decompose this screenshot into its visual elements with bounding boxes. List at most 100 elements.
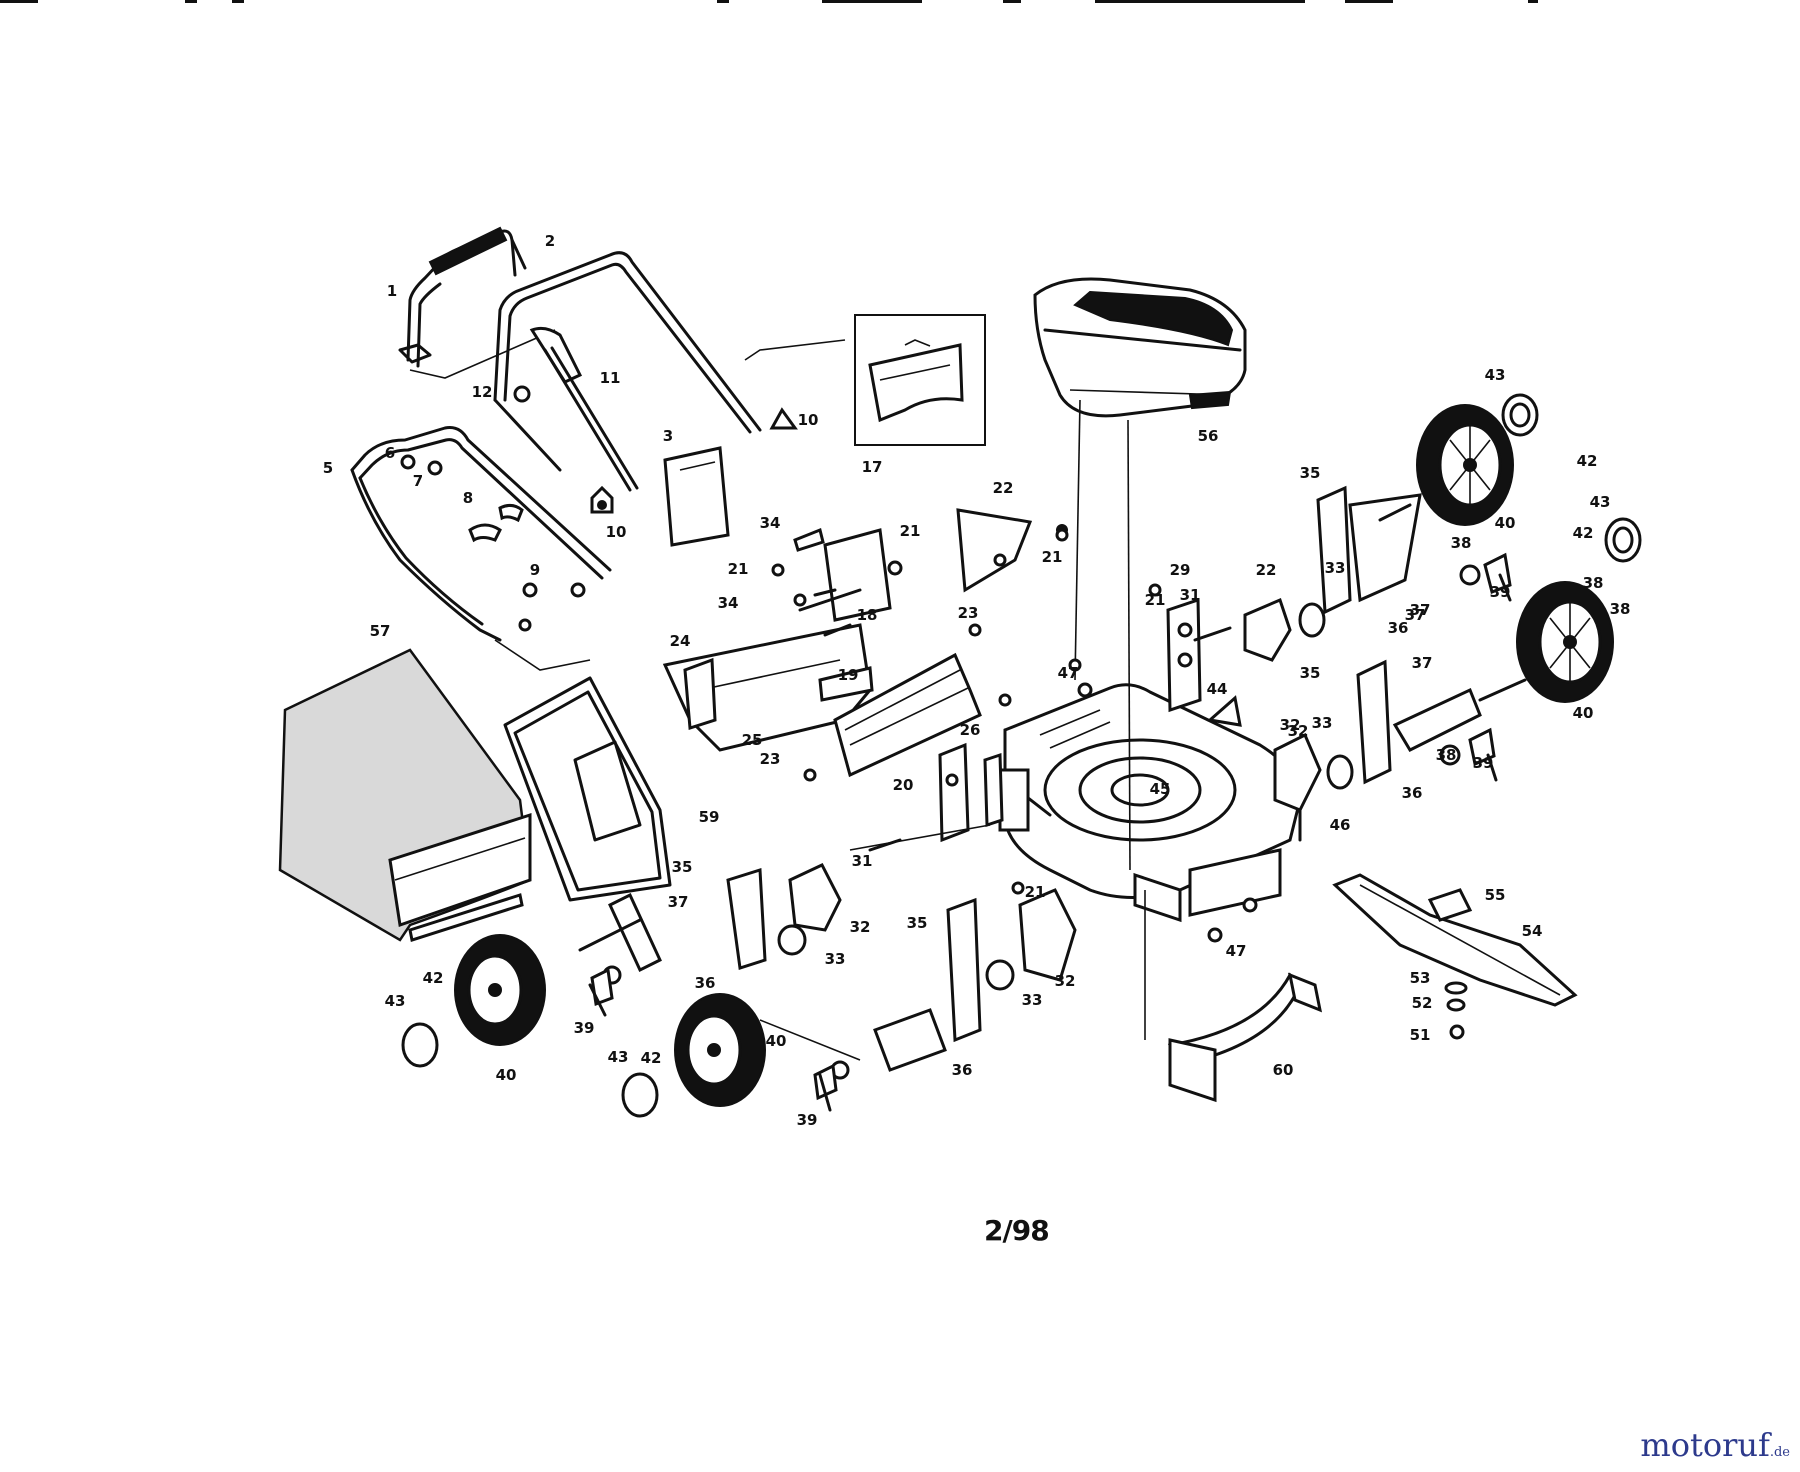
lower-handle bbox=[350, 426, 612, 671]
callout-37: 37 bbox=[1405, 606, 1426, 624]
revision-date: 2/98 bbox=[984, 1214, 1050, 1247]
baffle-26 bbox=[833, 652, 982, 778]
callout-21: 21 bbox=[1042, 548, 1063, 566]
callout-29: 29 bbox=[1170, 561, 1191, 579]
callout-56: 56 bbox=[1198, 427, 1219, 445]
callout-38: 38 bbox=[1451, 534, 1472, 552]
chute-door-3 bbox=[663, 446, 730, 547]
blade-hardware-51-53 bbox=[1444, 981, 1468, 1040]
callout-32: 32 bbox=[1288, 722, 1309, 740]
callout-39: 39 bbox=[574, 1019, 595, 1037]
callout-17: 17 bbox=[862, 458, 883, 476]
callout-2: 2 bbox=[545, 232, 555, 250]
callout-3: 3 bbox=[663, 427, 673, 445]
height-adjuster-29-rear bbox=[1166, 597, 1202, 713]
callout-40: 40 bbox=[1573, 704, 1594, 722]
callout-7: 7 bbox=[413, 472, 423, 490]
callout-33: 33 bbox=[1022, 991, 1043, 1009]
callout-36: 36 bbox=[952, 1061, 973, 1079]
handle-knob-10-lower bbox=[590, 485, 614, 514]
callout-labels: 1235678910101112171819202121212121222223… bbox=[323, 232, 1631, 1129]
callout-43: 43 bbox=[385, 992, 406, 1010]
callout-60: 60 bbox=[1273, 1061, 1294, 1079]
hubcap-43-rear-upper bbox=[1501, 393, 1539, 437]
wheel-40-rear-upper bbox=[1416, 404, 1514, 526]
hubcap-43-front-center bbox=[621, 1072, 659, 1118]
callout-22: 22 bbox=[993, 479, 1014, 497]
callout-40: 40 bbox=[766, 1032, 787, 1050]
wheel-40-front-left bbox=[454, 934, 546, 1046]
callout-35: 35 bbox=[1300, 464, 1321, 482]
callout-32: 32 bbox=[1055, 972, 1076, 990]
skirt-60 bbox=[1144, 890, 1323, 1103]
callout-53: 53 bbox=[1410, 969, 1431, 987]
callout-44: 44 bbox=[1207, 680, 1228, 698]
callout-22: 22 bbox=[1256, 561, 1277, 579]
callout-59: 59 bbox=[699, 808, 720, 826]
hubcap-43-rear-lower bbox=[1604, 517, 1642, 563]
height-adjuster-29-front bbox=[938, 742, 1004, 843]
cable-and-grip bbox=[513, 326, 639, 492]
callout-1: 1 bbox=[387, 282, 397, 300]
callout-21: 21 bbox=[728, 560, 749, 578]
callout-8: 8 bbox=[463, 489, 473, 507]
deflector-44 bbox=[1206, 695, 1242, 727]
callout-31: 31 bbox=[1180, 586, 1201, 604]
callout-18: 18 bbox=[857, 606, 878, 624]
callout-37: 37 bbox=[1410, 601, 1431, 619]
top-edge-marks bbox=[0, 0, 1538, 3]
fasteners bbox=[588, 528, 1512, 1112]
callout-32: 32 bbox=[1280, 716, 1301, 734]
callout-52: 52 bbox=[1412, 994, 1433, 1012]
blade-54 bbox=[1332, 873, 1578, 1007]
wheel-40-rear-lower bbox=[1516, 581, 1614, 703]
bag-frame-59 bbox=[503, 676, 672, 902]
callout-35: 35 bbox=[907, 914, 928, 932]
callout-42: 42 bbox=[641, 1049, 662, 1067]
callout-38: 38 bbox=[1610, 600, 1631, 618]
callout-39: 39 bbox=[1473, 754, 1494, 772]
callout-35: 35 bbox=[672, 858, 693, 876]
rear-frame-25 bbox=[662, 623, 874, 752]
callout-45: 45 bbox=[1150, 780, 1171, 798]
callout-47: 47 bbox=[1058, 664, 1079, 682]
callout-23: 23 bbox=[760, 750, 781, 768]
callout-36: 36 bbox=[695, 974, 716, 992]
callout-33: 33 bbox=[1325, 559, 1346, 577]
callout-6: 6 bbox=[385, 444, 395, 462]
callout-42: 42 bbox=[423, 969, 444, 987]
callout-42: 42 bbox=[1577, 452, 1598, 470]
callout-31: 31 bbox=[852, 852, 873, 870]
engine-cover-56 bbox=[1033, 277, 1247, 418]
callout-43: 43 bbox=[1590, 493, 1611, 511]
callout-43: 43 bbox=[608, 1048, 629, 1066]
callout-24: 24 bbox=[670, 632, 691, 650]
mower-deck bbox=[998, 682, 1302, 943]
callout-55: 55 bbox=[1485, 886, 1506, 904]
callout-35: 35 bbox=[1300, 664, 1321, 682]
callout-21: 21 bbox=[1145, 591, 1166, 609]
control-bar bbox=[398, 226, 527, 368]
callout-38: 38 bbox=[1583, 574, 1604, 592]
watermark-tld: .de bbox=[1769, 1445, 1790, 1460]
callout-42: 42 bbox=[1573, 524, 1594, 542]
callout-10: 10 bbox=[798, 411, 819, 429]
rear-bracket-box-17 bbox=[854, 314, 986, 446]
callout-39: 39 bbox=[1490, 583, 1511, 601]
callout-34: 34 bbox=[760, 514, 781, 532]
callout-20: 20 bbox=[893, 776, 914, 794]
callout-38: 38 bbox=[1436, 746, 1457, 764]
front-height-arms bbox=[578, 867, 982, 1101]
wheel-40-front-center bbox=[674, 993, 766, 1107]
hubcap-43-front-left bbox=[401, 1022, 439, 1068]
callout-25: 25 bbox=[742, 731, 763, 749]
watermark-brand: motoruf bbox=[1640, 1426, 1770, 1464]
callout-51: 51 bbox=[1410, 1026, 1431, 1044]
callout-9: 9 bbox=[530, 561, 540, 579]
callout-33: 33 bbox=[1312, 714, 1333, 732]
callout-37: 37 bbox=[668, 893, 689, 911]
callout-46: 46 bbox=[1330, 816, 1351, 834]
callout-11: 11 bbox=[600, 369, 621, 387]
